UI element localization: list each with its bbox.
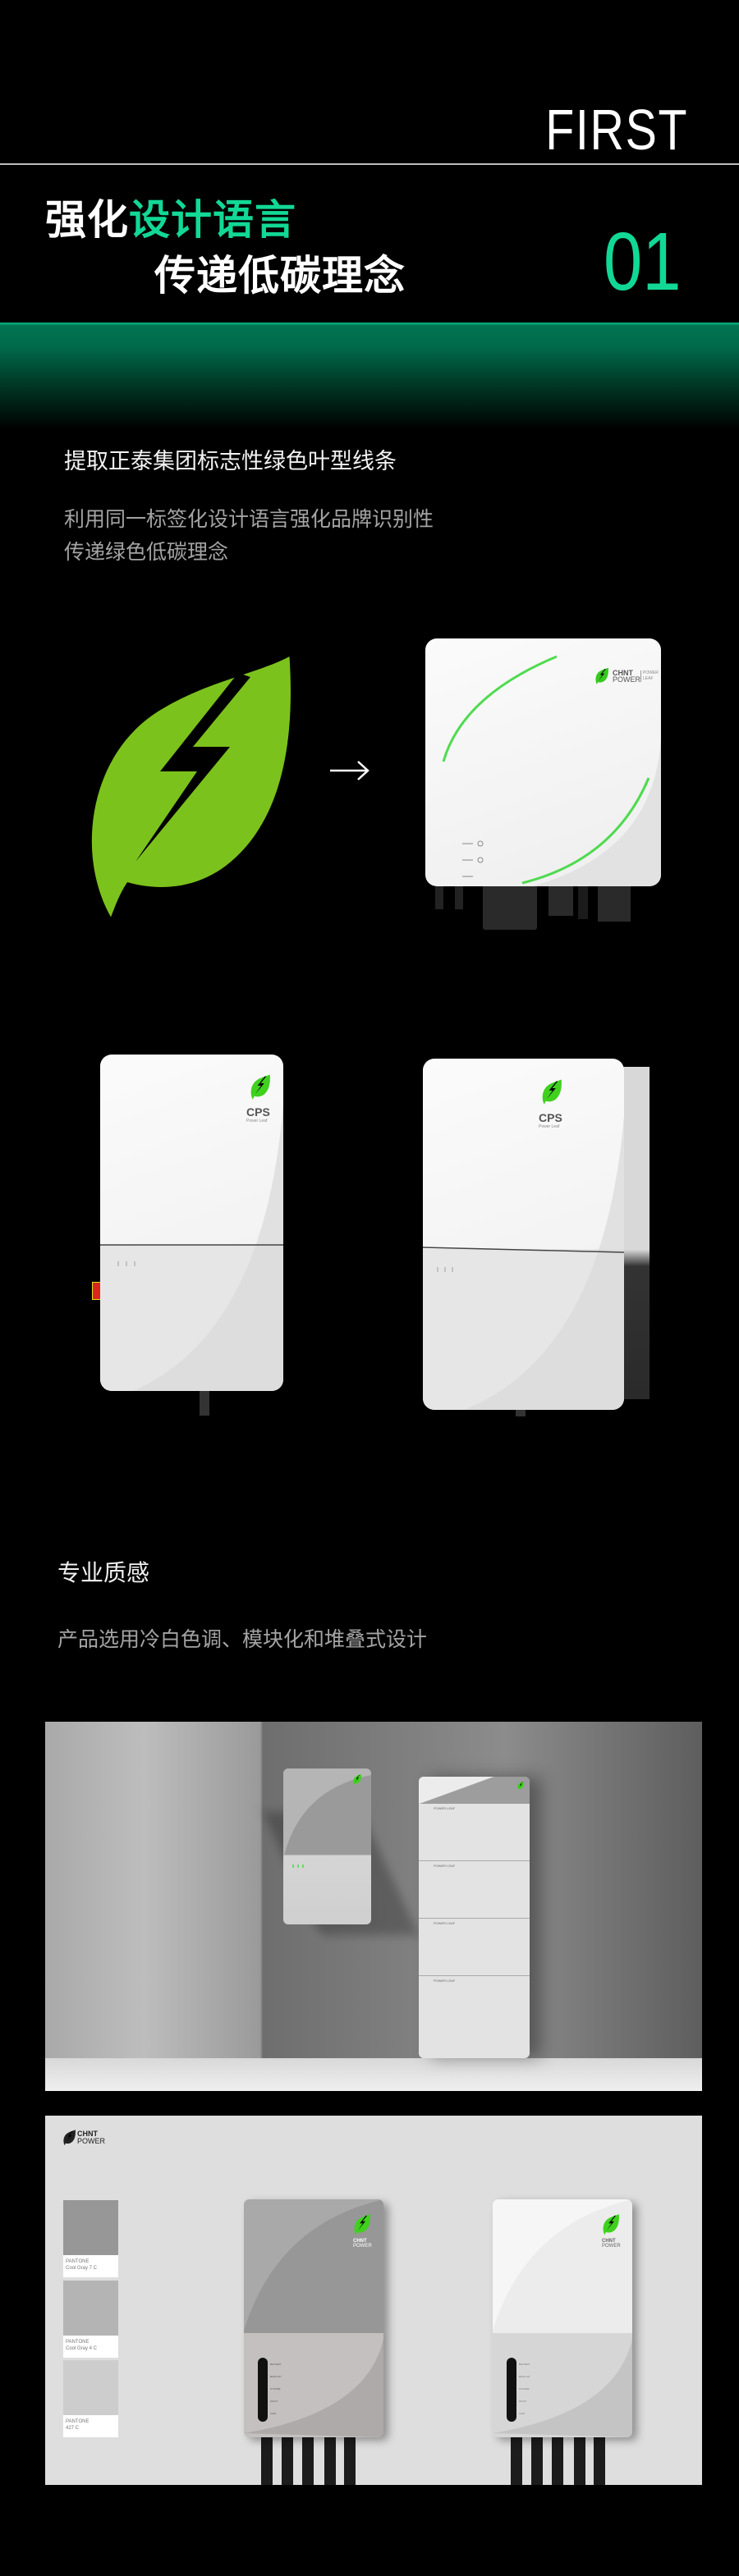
swatch-brand: PANTONE — [66, 2259, 90, 2264]
swatch-brand: PANTONE — [66, 2340, 90, 2345]
series-top: POWER — [643, 670, 659, 675]
brand-bottom: POWER — [353, 2244, 372, 2249]
indicator-label: BACK-UP — [270, 2375, 282, 2378]
cable — [200, 1387, 209, 1416]
inverter-tall-front: CPS Power Leaf — [100, 1055, 283, 1391]
green-gradient-band — [0, 323, 739, 429]
brand-top: CHNT — [613, 669, 633, 677]
brand-mark: CHNT POWER — [613, 669, 641, 684]
swatch-name: Cool Gray 4 C — [66, 2346, 98, 2351]
cps-sub-label: Power Leaf — [246, 1119, 268, 1123]
inverter-tall-angled: CPS Power Leaf — [423, 1059, 624, 1410]
section1-heading: 提取正泰集团标志性绿色叶型线条 — [64, 449, 397, 474]
cps-label: CPS — [539, 1111, 562, 1124]
indicator-label: SYSTEM — [519, 2387, 530, 2391]
logo-bottom: POWER — [77, 2137, 106, 2145]
swatch-name: 427 C — [66, 2426, 80, 2431]
inverter-cables — [425, 885, 647, 934]
leaf-logo-icon — [542, 1077, 562, 1108]
leaf-logo-icon — [86, 657, 291, 923]
desc-line-1: 利用同一标签化设计语言强化品牌识别性 — [64, 507, 434, 531]
logo-top: CHNT — [77, 2130, 98, 2138]
title-line-2: 传递低碳理念 — [154, 252, 406, 300]
leaf-logo-icon — [603, 2213, 619, 2236]
swatch-427c: PANTONE 427 C — [63, 2360, 118, 2437]
indicator-label: FAULT — [519, 2400, 527, 2403]
title-line-1: 强化设计语言 — [45, 187, 296, 246]
inverter-square: CHNT POWER POWER LEAF — [425, 638, 661, 886]
swatch-brand: PANTONE — [66, 2419, 90, 2424]
floor — [45, 2058, 702, 2091]
leaf-logo-icon — [595, 667, 608, 685]
cps-sub-label: Power Leaf — [539, 1124, 560, 1129]
palette-logo: CHNT POWER — [77, 2130, 105, 2145]
section1-description: 利用同一标签化设计语言强化品牌识别性 传递绿色低碳理念 — [64, 503, 434, 569]
title-white: 强化 — [45, 196, 129, 244]
leaf-logo-icon — [354, 2213, 370, 2236]
inverter-side-panel — [622, 1067, 649, 1399]
battery-module-label: POWER LEAF — [434, 1979, 456, 1983]
indicator-label: COM — [270, 2412, 276, 2415]
indicator-label: COM — [519, 2412, 525, 2415]
brand-top: CHNT — [353, 2239, 367, 2244]
section2-heading: 专业质感 — [57, 1559, 150, 1586]
battery-module-label: POWER LEAF — [434, 1806, 456, 1810]
leaf-logo-icon — [63, 2130, 76, 2146]
indicator-strip — [258, 2358, 268, 2422]
indicator-label: FAULT — [270, 2400, 278, 2403]
cps-label: CPS — [246, 1105, 270, 1119]
section-number: 01 — [604, 216, 682, 308]
indicator-label: BATTERY — [270, 2363, 282, 2366]
section-label: FIRST — [544, 98, 688, 162]
indicator-label: BACK-UP — [519, 2375, 530, 2378]
inverter-cables — [257, 2436, 356, 2485]
inverter-cables — [507, 2436, 605, 2485]
swatch-name: Cool Gray 7 C — [66, 2266, 98, 2271]
leaf-logo-icon — [250, 1073, 270, 1102]
desc-line-2: 传递绿色低碳理念 — [64, 540, 229, 564]
brand-bottom: POWER — [602, 2244, 621, 2249]
swatch-cool-gray-7c: PANTONE Cool Gray 7 C — [63, 2200, 118, 2277]
battery-module-label: POWER LEAF — [434, 1864, 456, 1868]
indicator-labels: BATTERY BACK-UP SYSTEM FAULT COM — [270, 2359, 282, 2420]
series-mark: POWER LEAF — [640, 670, 659, 682]
inverter-wall-mounted — [283, 1768, 371, 1924]
brand-bottom: POWER — [613, 675, 641, 684]
indicator-label: BATTERY — [519, 2363, 530, 2366]
battery-module-label: POWER LEAF — [434, 1921, 456, 1925]
battery-stack: POWER LEAF POWER LEAF POWER LEAF POWER L… — [419, 1777, 530, 2058]
series-bottom: LEAF — [643, 676, 654, 681]
indicator-label: SYSTEM — [270, 2387, 281, 2391]
leaf-logo-icon — [517, 1781, 524, 1791]
divider — [0, 163, 739, 165]
section2-description: 产品选用冷白色调、模块化和堆叠式设计 — [57, 1627, 428, 1651]
leaf-logo-icon — [353, 1773, 361, 1786]
title-green: 设计语言 — [129, 196, 296, 244]
product-scene-photo: POWER LEAF POWER LEAF POWER LEAF POWER L… — [45, 1722, 702, 2091]
arrow-right-icon — [330, 761, 370, 780]
indicator-strip — [507, 2358, 516, 2422]
indicator-labels: BATTERY BACK-UP SYSTEM FAULT COM — [519, 2359, 530, 2420]
brand-top: CHNT — [602, 2239, 616, 2244]
